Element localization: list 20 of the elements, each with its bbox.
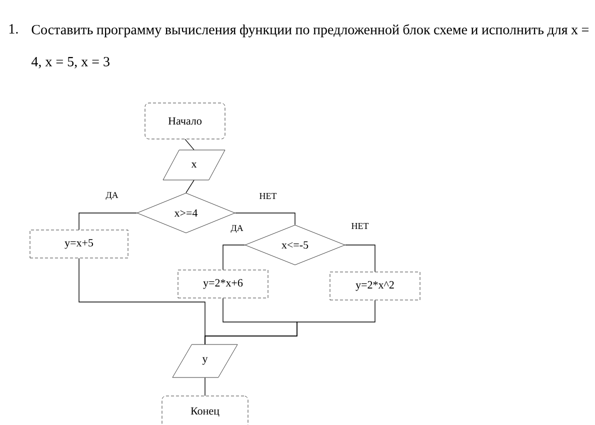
process-box: y=2*x+6 xyxy=(178,270,268,298)
io-parallelogram: y xyxy=(172,344,238,378)
connector-line xyxy=(204,377,206,396)
terminal-box: Начало xyxy=(144,102,226,140)
io-parallelogram: x xyxy=(162,150,226,180)
connector-line xyxy=(204,300,376,345)
connector-line xyxy=(78,212,138,230)
connector-line xyxy=(222,244,246,270)
connector-line xyxy=(344,244,376,272)
connector-line xyxy=(186,180,194,194)
process-box: y=2*x^2 xyxy=(330,272,420,300)
connector-line xyxy=(184,138,194,150)
edge-label: ДА xyxy=(104,191,120,201)
connector-line xyxy=(234,212,296,226)
edge-label: НЕТ xyxy=(350,222,370,230)
task-text: Составить программу вычисления функции по предложенной блок схеме и исполнить для x = 4, x = 5, x = 3 xyxy=(31,24,588,68)
edge-label: НЕТ xyxy=(258,192,278,200)
terminal-box: Конец xyxy=(162,396,248,425)
process-box: y=x+5 xyxy=(30,230,128,258)
item-number: 1. xyxy=(9,24,18,34)
